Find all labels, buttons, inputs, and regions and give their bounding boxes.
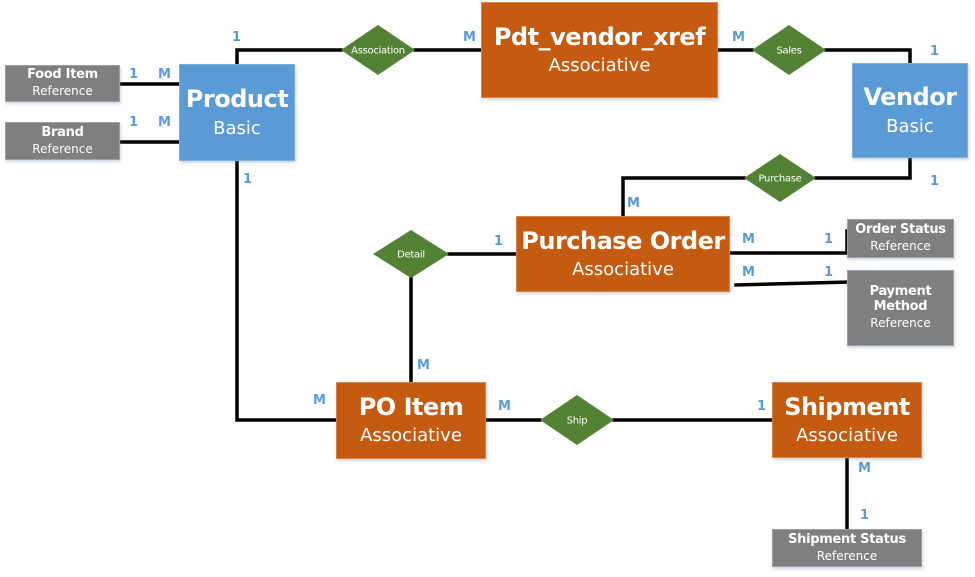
entity-name: Shipment [784,392,910,421]
cardinality-label: M [858,461,871,476]
entity-po-item[interactable]: PO Item Associative [336,382,486,459]
cardinality-label: M [732,30,745,45]
entity-brand[interactable]: Brand Reference [5,122,120,160]
cardinality-label: M [313,393,326,408]
cardinality-label: M [158,67,171,82]
cardinality-label: 1 [494,234,504,249]
entity-kind: Associative [548,54,651,76]
cardinality-label: 1 [860,508,870,523]
cardinality-label: 1 [232,30,242,45]
cardinality-label: 1 [930,174,940,189]
entity-kind: Reference [32,141,93,156]
entity-name: Order Status [855,222,946,238]
cardinality-label: M [742,265,755,280]
relationship-detail-label: Detail [397,249,425,261]
entity-name: PO Item [358,393,464,422]
entity-shipment[interactable]: Shipment Associative [772,382,922,458]
entity-kind: Basic [886,115,934,137]
entity-name: Vendor [863,82,957,111]
cardinality-label: M [158,115,171,130]
relationship-association[interactable] [341,25,415,75]
cardinality-label: M [463,30,476,45]
entity-name: Food Item [27,67,98,83]
relationship-sales[interactable] [752,25,826,75]
entity-name: Brand [41,124,84,140]
relationship-ship-label: Ship [566,415,588,427]
line-vendor-purchase [814,156,912,180]
entity-kind: Reference [870,239,931,254]
cardinality-label: M [417,358,430,373]
entity-kind: Reference [870,316,931,331]
entity-name-line2: Method [873,299,928,315]
line-sales-vendor [824,48,912,65]
entity-name: Product [185,84,289,113]
relationship-association-label: Association [351,45,405,57]
entity-kind: Reference [32,84,93,99]
line-product-association [235,48,343,66]
entity-name: Purchase Order [521,226,725,255]
entity-payment-method[interactable]: Payment Method Reference [847,270,954,346]
entity-order-status[interactable]: Order Status Reference [847,219,954,258]
relationship-purchase[interactable] [744,154,816,202]
cardinality-label: 1 [129,115,139,130]
cardinality-label: 1 [930,44,940,59]
entity-food-item[interactable]: Food Item Reference [5,65,120,102]
entity-kind: Reference [816,548,878,563]
entity-pdt-vendor-xref[interactable]: Pdt_vendor_xref Associative [481,2,718,98]
cardinality-label: M [627,196,640,211]
line-po-payment [734,280,851,287]
entity-kind: Associative [796,424,898,446]
entity-kind: Basic [213,117,261,139]
cardinality-label: M [498,399,511,414]
line-purchase-po [621,176,746,218]
cardinality-label: 1 [243,172,253,187]
entity-kind: Associative [572,258,674,280]
cardinality-label: M [742,232,755,247]
relationship-sales-label: Sales [776,45,802,57]
relationship-purchase-label: Purchase [758,173,802,185]
entity-name-line1: Payment [869,284,932,300]
entity-name: Shipment Status [788,531,906,547]
cardinality-label: 1 [824,265,834,280]
relationship-detail[interactable] [373,230,449,278]
entity-kind: Associative [360,425,462,446]
entity-shipment-status[interactable]: Shipment Status Reference [772,529,922,567]
cardinality-label: 1 [757,399,767,414]
cardinality-label: 1 [129,67,139,82]
entity-product[interactable]: Product Basic [179,64,295,161]
relationship-ship[interactable] [540,395,614,445]
cardinality-label: 1 [824,232,834,247]
entity-name: Pdt_vendor_xref [493,22,706,51]
line-product-poitem [235,159,338,422]
entity-purchase-order[interactable]: Purchase Order Associative [516,216,730,292]
entity-vendor[interactable]: Vendor Basic [852,63,968,158]
